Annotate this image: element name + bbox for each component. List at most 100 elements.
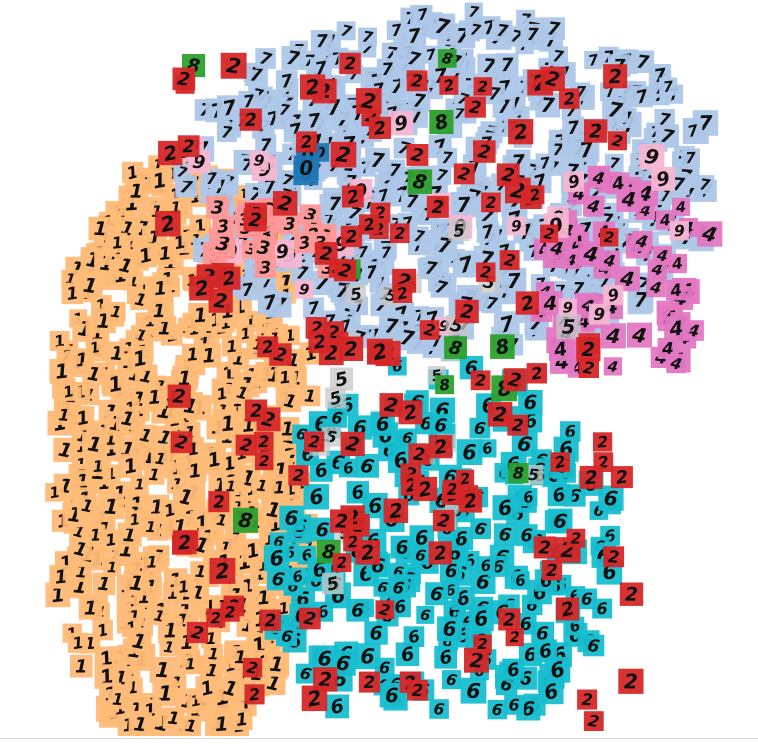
digit-point: 1 xyxy=(209,711,234,736)
digit-glyph: 2 xyxy=(625,585,638,606)
digit-point: 2 xyxy=(330,509,354,533)
digit-glyph: 1 xyxy=(147,387,161,409)
digit-point: 1 xyxy=(274,367,296,388)
digit-glyph: 3 xyxy=(259,257,272,278)
digit-glyph: 7 xyxy=(441,148,453,168)
digit-glyph: 2 xyxy=(300,131,314,152)
digit-glyph: 1 xyxy=(54,566,69,588)
digit-point: 1 xyxy=(221,336,242,356)
digit-point: 2 xyxy=(476,262,496,282)
digit-point: 2 xyxy=(170,431,193,454)
digit-glyph: 1 xyxy=(111,233,124,253)
digit-glyph: 2 xyxy=(479,263,492,282)
digit-point: 6 xyxy=(538,679,564,705)
digit-glyph: 2 xyxy=(308,432,321,452)
digit-glyph: 7 xyxy=(315,32,329,53)
digit-glyph: 2 xyxy=(511,415,524,436)
digit-point: 2 xyxy=(398,400,423,425)
digit-point: 7 xyxy=(379,313,404,338)
digit-point: 6 xyxy=(504,694,525,715)
digit-glyph: 1 xyxy=(187,460,202,482)
digit-point: 2 xyxy=(579,465,603,490)
digit-glyph: 2 xyxy=(394,224,405,243)
digit-point: 2 xyxy=(458,489,483,513)
digit-point: 4 xyxy=(666,354,687,374)
digit-glyph: 1 xyxy=(130,180,144,202)
digit-point: 1 xyxy=(71,406,95,430)
digit-point: 6 xyxy=(364,621,388,645)
digit-point: 2 xyxy=(600,228,619,247)
digit-point: 6 xyxy=(303,484,329,510)
digit-point: 4 xyxy=(607,172,630,196)
digit-point: 2 xyxy=(245,399,268,422)
digit-point: 4 xyxy=(548,337,573,362)
digit-glyph: 1 xyxy=(92,457,104,476)
digit-glyph: 2 xyxy=(363,672,375,692)
digit-point: 7 xyxy=(302,108,326,133)
digit-point: 6 xyxy=(502,658,525,682)
digit-point: 6 xyxy=(429,699,449,719)
digit-point: 1 xyxy=(181,654,200,673)
digit-glyph: 2 xyxy=(509,629,520,646)
digit-point: 4 xyxy=(653,246,672,266)
digit-point: 2 xyxy=(473,77,493,96)
digit-point: 6 xyxy=(582,634,605,657)
digit-point: 2 xyxy=(330,141,357,168)
digit-point: 2 xyxy=(339,52,361,74)
digit-point: 1 xyxy=(49,358,75,384)
digit-point: 6 xyxy=(476,556,496,575)
digit-point: 2 xyxy=(220,602,240,622)
digit-point: 2 xyxy=(332,553,352,572)
digit-glyph: 7 xyxy=(500,55,514,77)
digit-point: 7 xyxy=(255,48,276,70)
digit-glyph: 2 xyxy=(584,468,598,490)
digit-point: 9 xyxy=(639,144,665,170)
digit-point: 1 xyxy=(159,637,179,657)
digit-point: 2 xyxy=(244,684,265,705)
digit-point: 2 xyxy=(496,163,520,187)
digit-point: 7 xyxy=(420,257,443,280)
digit-point: 9 xyxy=(558,298,577,317)
digit-glyph: 0 xyxy=(299,157,314,180)
digit-point: 4 xyxy=(600,323,626,349)
digit-point: 4 xyxy=(631,231,653,252)
digit-glyph: 6 xyxy=(284,507,299,531)
digit-point: 1 xyxy=(106,301,126,322)
digit-glyph: 2 xyxy=(177,530,192,554)
digit-glyph: 4 xyxy=(667,317,684,342)
digit-point: 6 xyxy=(511,571,530,590)
digit-point: 1 xyxy=(103,558,121,576)
digit-point: 2 xyxy=(428,541,452,565)
digit-glyph: 6 xyxy=(370,623,383,644)
digit-glyph: 1 xyxy=(163,638,176,657)
digit-point: 9 xyxy=(651,166,675,191)
digit-point: 2 xyxy=(406,70,428,92)
digit-point: 2 xyxy=(235,434,257,456)
digit-point: 1 xyxy=(218,676,243,702)
digit-point: 7 xyxy=(683,121,703,141)
digit-glyph: 2 xyxy=(433,436,449,458)
digit-glyph: 7 xyxy=(456,192,473,217)
digit-point: 9 xyxy=(563,171,585,192)
digit-glyph: 2 xyxy=(411,71,424,91)
digit-glyph: 1 xyxy=(268,652,284,677)
digit-point: 1 xyxy=(114,253,138,278)
digit-glyph: 2 xyxy=(264,611,277,631)
digit-point: 1 xyxy=(100,529,121,550)
digit-point: 7 xyxy=(257,290,282,315)
digit-glyph: 2 xyxy=(431,198,444,219)
digit-point: 1 xyxy=(128,712,153,736)
digit-glyph: 2 xyxy=(563,89,576,109)
digit-glyph: 2 xyxy=(224,603,235,621)
digit-point: 1 xyxy=(118,454,143,479)
digit-point: 2 xyxy=(453,163,475,185)
digit-point: 7 xyxy=(501,268,527,294)
digit-point: 7 xyxy=(464,2,483,22)
digit-point: 9 xyxy=(588,303,610,325)
digit-point: 1 xyxy=(130,289,151,310)
digit-glyph: 6 xyxy=(395,537,409,559)
digit-point: 2 xyxy=(584,119,608,143)
digit-point: 9 xyxy=(249,150,269,170)
digit-glyph: 5 xyxy=(452,221,465,241)
digit-glyph: 1 xyxy=(96,574,111,596)
